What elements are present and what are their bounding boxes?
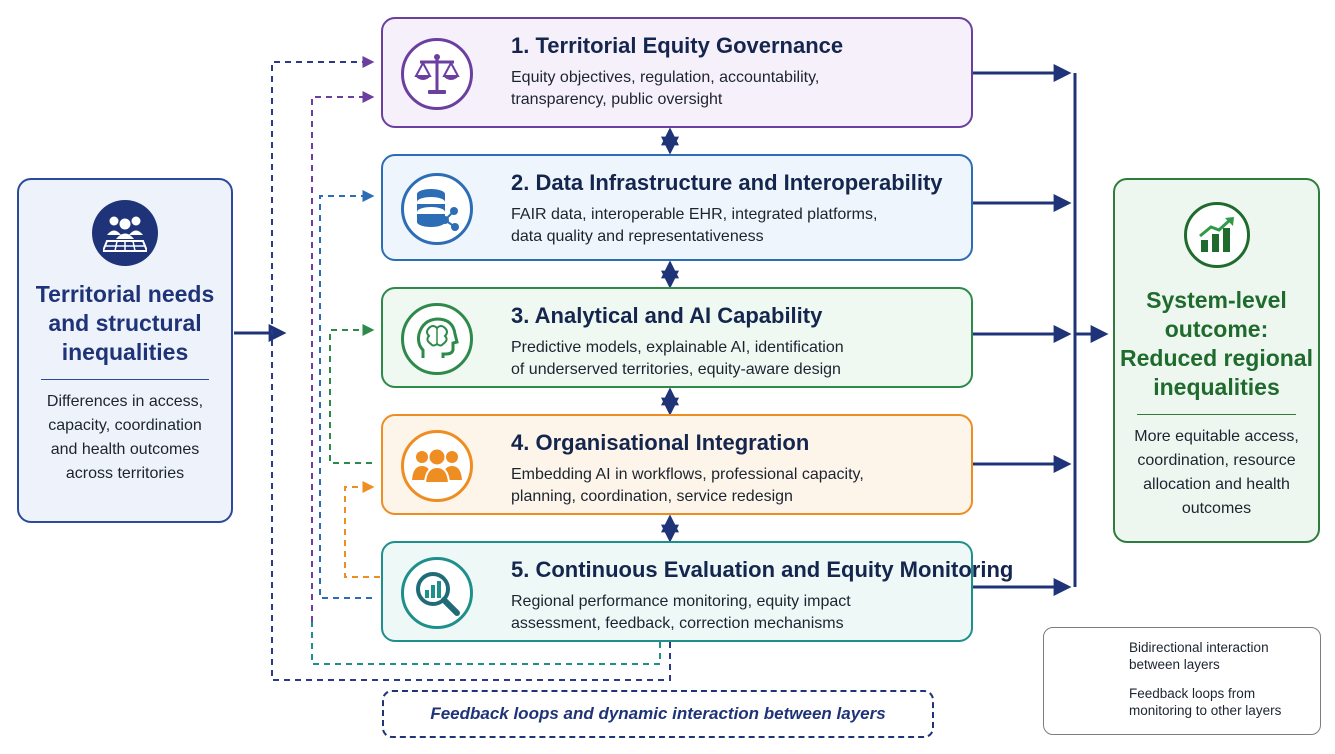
layer-2-title: 2. Data Infrastructure and Interoperabil…: [511, 170, 943, 195]
feedback-loop-governance-inner: [311, 91, 375, 622]
feedback-loop-data: [319, 190, 375, 599]
layer-2-data-infrastructure: 2. Data Infrastructure and Interoperabil…: [381, 154, 973, 261]
feedback-loop-org: [344, 481, 380, 578]
layer-3-description: Predictive models, explainable AI, ident…: [511, 339, 844, 378]
system-outcome-title: System-level outcome: Reduced regional i…: [1120, 287, 1313, 400]
layer-5-title: 5. Continuous Evaluation and Equity Moni…: [511, 557, 1014, 582]
team-icon: [401, 429, 473, 502]
layer-1-title: 1. Territorial Equity Governance: [511, 33, 844, 58]
layer-4-title: 4. Organisational Integration: [511, 430, 810, 455]
layer-3-title: 3. Analytical and AI Capability: [511, 303, 823, 328]
feedback-loop-ai: [329, 324, 375, 464]
layer-5-description: Regional performance monitoring, equity …: [511, 593, 851, 632]
layer-1-description: Equity objectives, regulation, accountab…: [511, 69, 820, 108]
territorial-needs-title: Territorial needs and structural inequal…: [35, 281, 215, 365]
legend-bidirectional-label: Bidirectional interaction between layers: [1129, 640, 1269, 672]
feedback-loop-governance: [271, 56, 671, 681]
feedback-loop-teal: [311, 622, 661, 665]
divider: [41, 379, 209, 380]
system-outcome-description: More equitable access, coordination, res…: [1134, 428, 1299, 517]
database-share-icon: [401, 172, 473, 245]
layer-2-description: FAIR data, interoperable EHR, integrated…: [511, 206, 878, 245]
territorial-needs-description: Differences in access, capacity, coordin…: [46, 393, 204, 482]
layer-3-analytical-ai: 3. Analytical and AI Capability Predicti…: [381, 287, 973, 388]
ai-head-icon: [401, 302, 473, 375]
feedback-loops-caption: Feedback loops and dynamic interaction b…: [382, 690, 934, 738]
territorial-needs-box: Territorial needs and structural inequal…: [17, 178, 233, 523]
layer-1-governance: 1. Territorial Equity Governance Equity …: [381, 17, 973, 128]
people-map-icon: [92, 200, 158, 266]
growth-chart-icon: [1183, 202, 1250, 268]
layer-5-continuous-evaluation: 5. Continuous Evaluation and Equity Moni…: [381, 541, 1013, 642]
scales-icon: [401, 37, 473, 110]
legend: Bidirectional interaction between layers…: [1043, 627, 1321, 735]
magnifier-chart-icon: [401, 556, 473, 629]
system-outcome-box: System-level outcome: Reduced regional i…: [1113, 178, 1320, 543]
divider: [1137, 414, 1296, 415]
layer-4-organisational-integration: 4. Organisational Integration Embedding …: [381, 414, 973, 515]
layer-4-description: Embedding AI in workflows, professional …: [511, 466, 864, 505]
legend-feedback-label: Feedback loops from monitoring to other …: [1129, 686, 1282, 718]
